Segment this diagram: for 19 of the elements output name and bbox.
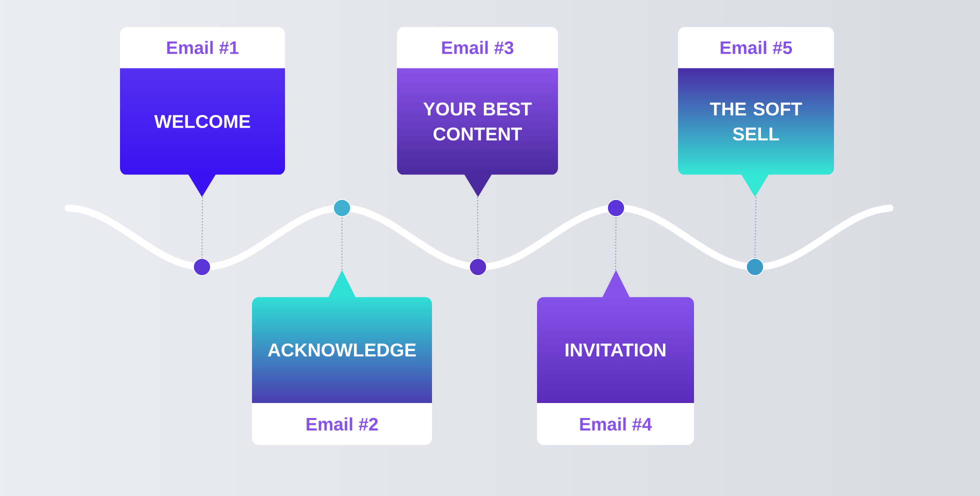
leader-line	[477, 196, 478, 259]
timeline-dot	[469, 258, 487, 276]
node-label: Email #2	[306, 417, 378, 431]
callout-box: Email #5 THE SOFT SELL	[678, 27, 834, 197]
timeline-dot	[333, 199, 351, 217]
node-label: Email #4	[580, 417, 652, 431]
leader-line	[754, 196, 756, 259]
callout-box: ACKNOWLEDGE Email #2	[252, 270, 432, 445]
timeline-dot	[607, 199, 625, 217]
leader-line	[615, 216, 616, 270]
callout-box: INVITATION Email #4	[537, 270, 694, 445]
callout-box: Email #1 WELCOME	[120, 27, 285, 197]
timeline-dot	[193, 258, 211, 276]
callout-box: Email #3 YOUR BEST CONTENT	[397, 27, 558, 197]
timeline-dot	[746, 258, 764, 276]
node-label: Email #5	[720, 40, 792, 54]
node-label: Email #3	[442, 40, 514, 54]
node-label: Email #1	[167, 40, 239, 54]
leader-line	[202, 196, 203, 259]
